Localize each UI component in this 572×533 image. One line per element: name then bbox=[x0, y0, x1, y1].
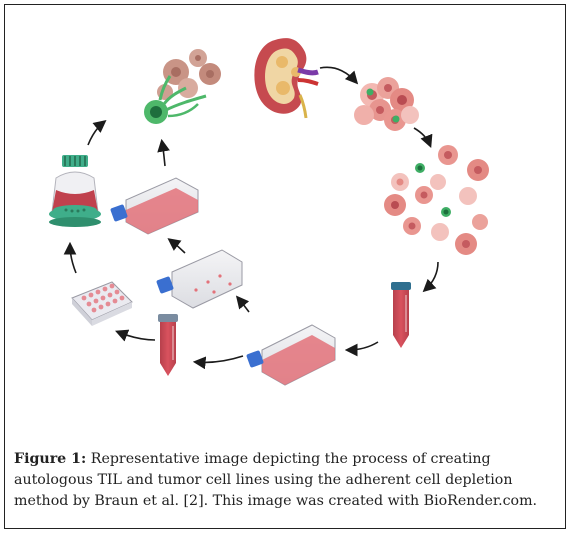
well-plate-icon bbox=[71, 281, 133, 326]
centrifuge-tube-icon bbox=[158, 314, 178, 376]
figure-caption: Figure 1: Representative image depicting… bbox=[14, 449, 559, 512]
til-attack-tumor-icon bbox=[144, 49, 221, 124]
figure-label: Figure 1: bbox=[14, 451, 87, 467]
tumor-cell-cluster-icon bbox=[354, 77, 419, 131]
culture-flask-icon bbox=[156, 249, 243, 309]
dissociated-cells-icon bbox=[384, 145, 489, 255]
kidney-icon bbox=[254, 38, 319, 119]
culture-flask-icon bbox=[246, 324, 336, 386]
figure-caption-text: Representative image depicting the proce… bbox=[14, 451, 538, 509]
centrifuge-tube-icon bbox=[391, 282, 411, 348]
g-rex-bioreactor-icon bbox=[49, 155, 101, 227]
process-arrows bbox=[63, 66, 439, 370]
process-diagram bbox=[49, 38, 489, 386]
culture-flask-icon bbox=[110, 177, 199, 235]
